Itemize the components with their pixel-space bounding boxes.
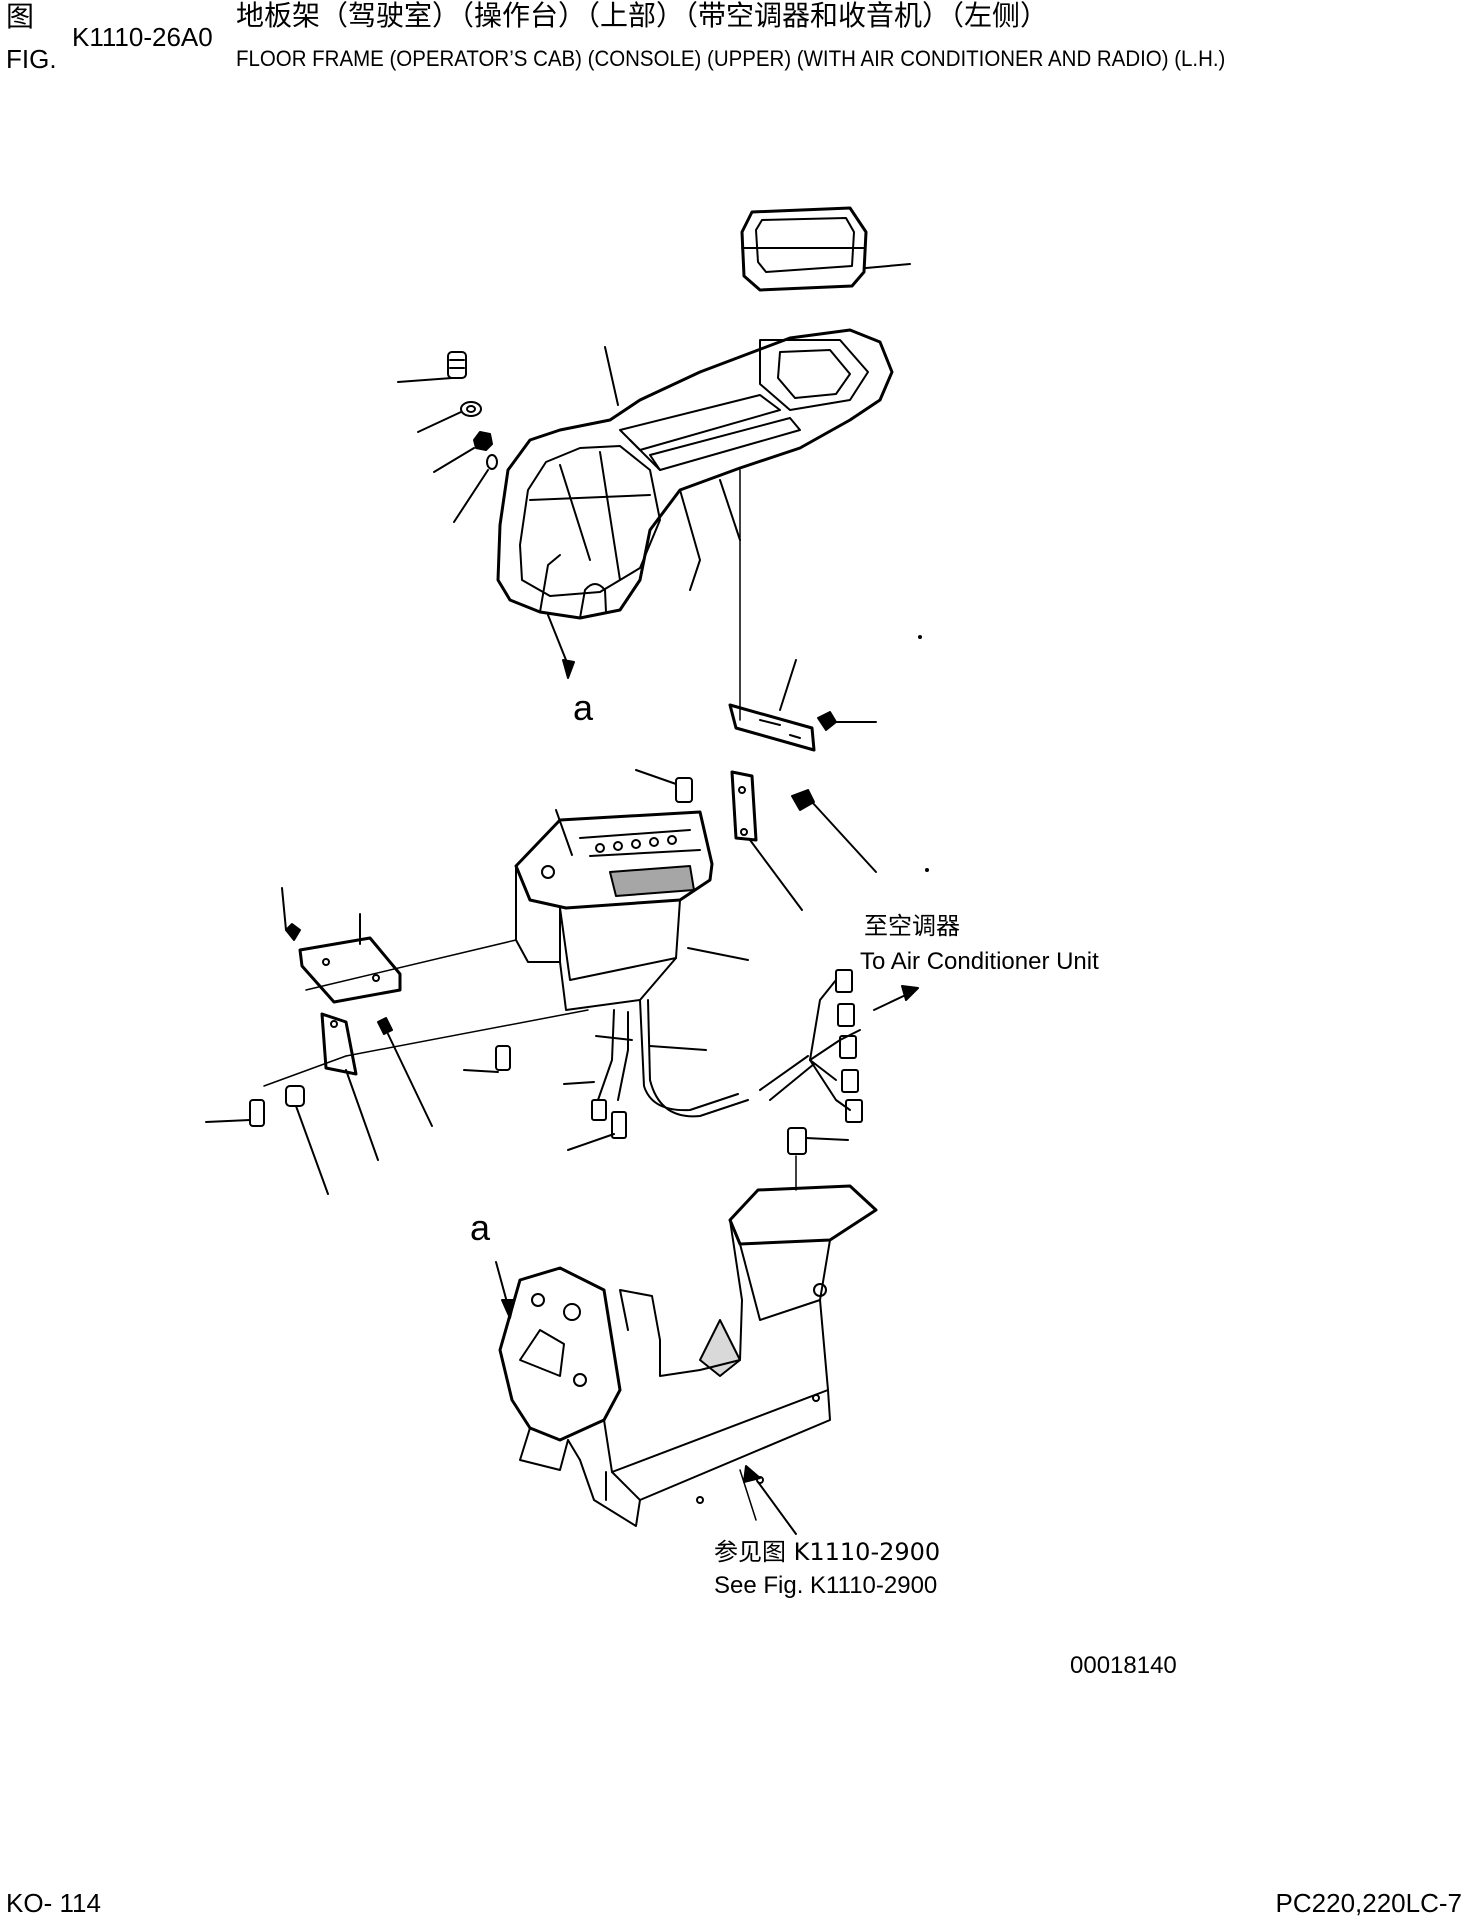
air-conditioner-note-cn: 至空调器 [864, 912, 960, 940]
leader-line [206, 1120, 250, 1122]
leader-line [688, 948, 748, 960]
callout-arrow [548, 615, 568, 665]
see-fig-note-en: See Fig. K1110-2900 [714, 1572, 938, 1599]
arrow-head [502, 1300, 514, 1318]
arrow-head [563, 660, 574, 678]
callout-a-lower: a [470, 1207, 491, 1248]
leader-line [568, 1134, 614, 1150]
title-cn: 地板架（驾驶室）（操作台）（上部）（带空调器和收音机）（左侧） [236, 0, 1049, 32]
leader-line [282, 888, 286, 930]
leader-line [296, 1106, 328, 1194]
title-en: FLOOR FRAME (OPERATOR’S CAB) (CONSOLE) (… [236, 46, 1226, 71]
leader-line [418, 412, 461, 432]
arrow-head [744, 1466, 760, 1482]
cup-holder-part [742, 208, 910, 290]
leader-line [605, 347, 618, 405]
leader-line [464, 1070, 498, 1072]
leader-line [758, 1482, 796, 1534]
wire-harness-part [464, 970, 918, 1150]
mounting-bracket-left [206, 888, 432, 1194]
mounting-line [264, 1056, 346, 1086]
fig-label-cn: 图 [6, 0, 35, 33]
leader-line [454, 470, 488, 522]
leader-line [806, 1138, 848, 1140]
figure-number: K1110-26A0 [72, 22, 213, 52]
bolt-washer-stack [398, 352, 497, 522]
arrow-head [902, 986, 918, 1000]
mounting-bracket-right [636, 660, 876, 910]
leader-line [564, 1082, 594, 1084]
leader-line [346, 1070, 378, 1160]
leader-line [780, 660, 796, 710]
callout-arrow [496, 1262, 508, 1306]
leader-line [812, 802, 876, 872]
leader-line [398, 378, 452, 382]
model-number: PC220,220LC-7 [1275, 1888, 1462, 1918]
leader-line [750, 840, 802, 910]
control-panel-part [306, 810, 748, 1056]
page-number: KO- 114 [6, 1888, 101, 1918]
fig-label-en: FIG. [6, 44, 57, 74]
see-fig-note-cn: 参见图 K1110-2900 [714, 1538, 941, 1566]
illustration-number: 00018140 [1070, 1652, 1177, 1679]
leader-line [556, 810, 572, 855]
leader-line [650, 1046, 706, 1050]
console-cover-part [498, 330, 892, 720]
mounting-line [306, 940, 516, 990]
leader-line [434, 448, 474, 472]
callout-a-upper: a [573, 687, 594, 728]
floor-frame-part [496, 1128, 876, 1534]
leader-line [636, 770, 676, 784]
mounting-line [346, 1010, 588, 1056]
leader-line [388, 1034, 432, 1126]
air-conditioner-note-en: To Air Conditioner Unit [860, 948, 1099, 975]
leader-line [866, 264, 910, 268]
leader-line [596, 1036, 632, 1040]
